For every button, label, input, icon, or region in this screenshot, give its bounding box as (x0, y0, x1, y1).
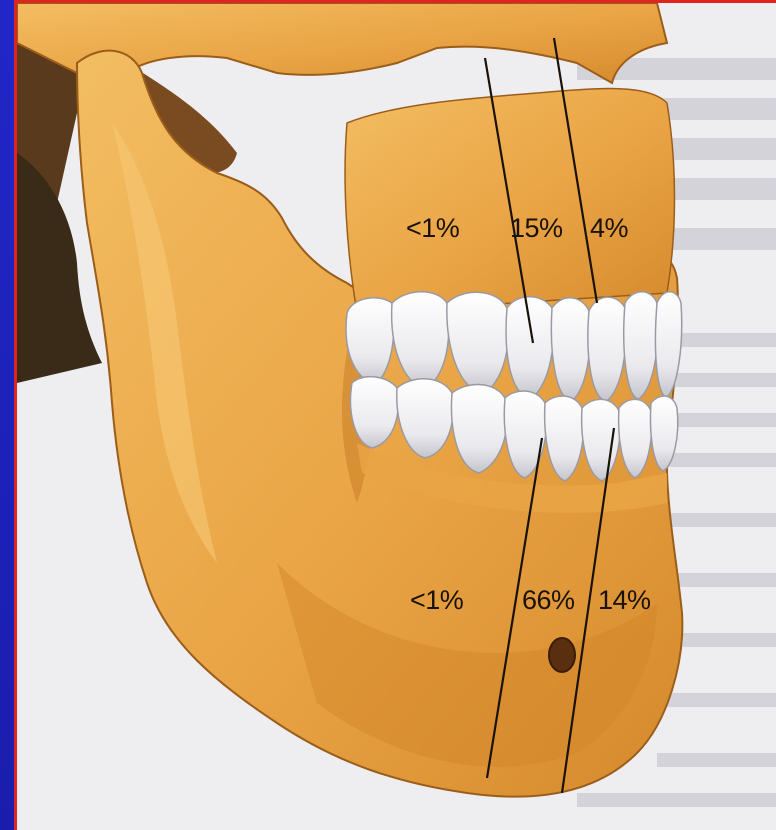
upper-posterior-percentage: <1% (406, 213, 459, 244)
lower-middle-percentage: 66% (522, 585, 575, 616)
upper-middle-percentage: 15% (510, 213, 563, 244)
mental-foramen (549, 638, 575, 672)
lower-anterior-percentage: 14% (598, 585, 651, 616)
upper-anterior-percentage: 4% (590, 213, 628, 244)
lower-posterior-percentage: <1% (410, 585, 463, 616)
mandible-illustration: <1% 15% 4% <1% 66% 14% (17, 3, 776, 830)
jaw-drawing (17, 3, 776, 830)
